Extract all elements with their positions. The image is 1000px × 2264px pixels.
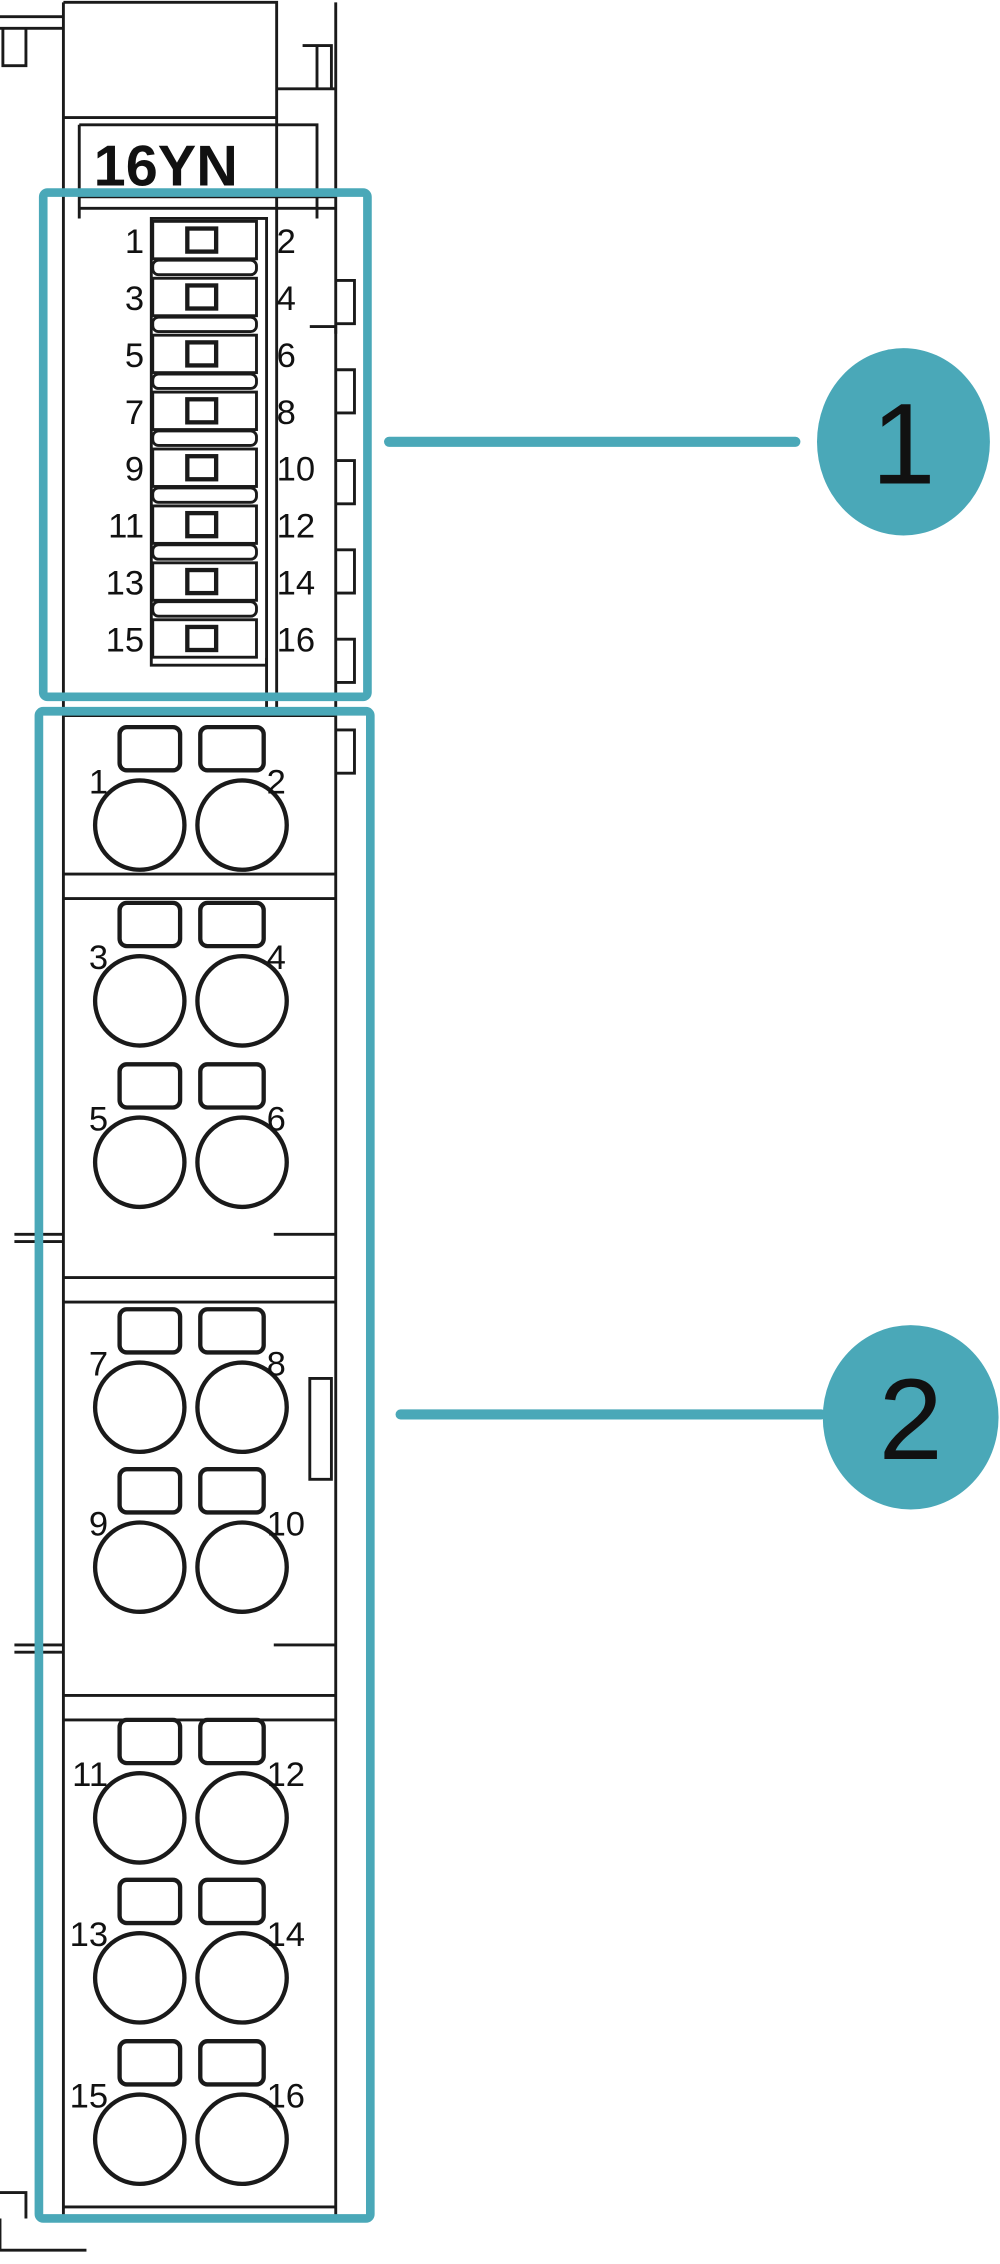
pin-label-right: 2 [277, 223, 296, 261]
wire-entry[interactable] [92, 1115, 187, 1210]
terminal-pair: 13 14 [70, 1877, 305, 2025]
highlight-region-1 [38, 188, 372, 702]
terminal-label-right: 2 [267, 763, 286, 801]
release-button[interactable] [117, 1307, 183, 1355]
terminal-label-left: 15 [70, 2078, 108, 2116]
terminal-label-right: 16 [267, 2078, 305, 2116]
wire-entry[interactable] [195, 1930, 289, 2025]
terminal-label-left: 11 [72, 1756, 108, 1794]
pin-label-right: 8 [277, 394, 296, 432]
terminal-label-right: 4 [267, 939, 286, 977]
callout-2: 2 [395, 1325, 999, 1510]
release-button[interactable] [117, 1062, 183, 1110]
module-label-box: 16YN [77, 123, 336, 219]
terminal-label-left: 5 [89, 1101, 108, 1139]
pin-label-right: 10 [277, 451, 315, 489]
pin-label-right: 14 [277, 565, 315, 603]
terminal-label-left: 7 [89, 1346, 108, 1384]
wire-entry[interactable] [195, 1771, 289, 1865]
callout-1: 1 [384, 348, 990, 536]
wire-entry[interactable] [92, 1771, 187, 1865]
wire-entry[interactable] [92, 1360, 187, 1455]
callout-2-number: 2 [879, 1356, 943, 1484]
pin-label-left: 7 [125, 394, 144, 432]
pin-label-left: 3 [125, 280, 144, 318]
wire-entry[interactable] [92, 2092, 187, 2187]
module-label: 16YN [94, 134, 238, 198]
terminal-label-left: 13 [70, 1916, 108, 1954]
highlight-region-2 [34, 706, 375, 2223]
wire-entry[interactable] [195, 1520, 289, 1614]
terminal-pair: 11 12 [72, 1717, 305, 1865]
release-button[interactable] [198, 1062, 266, 1110]
connector-pin-row: 9 10 [125, 447, 315, 504]
terminal-label-right: 14 [267, 1916, 305, 1954]
release-button[interactable] [198, 900, 266, 949]
pin-label-right: 4 [277, 280, 296, 318]
release-button[interactable] [198, 1877, 266, 1926]
pin-label-right: 6 [277, 337, 296, 375]
release-button[interactable] [198, 724, 266, 773]
release-button[interactable] [198, 2039, 266, 2087]
release-button[interactable] [117, 1717, 183, 1766]
release-button[interactable] [198, 1307, 266, 1355]
release-button[interactable] [117, 1877, 183, 1926]
terminal-label-left: 1 [89, 763, 108, 801]
side-latches [308, 278, 356, 1481]
wire-entry[interactable] [92, 778, 187, 872]
release-button[interactable] [117, 1467, 183, 1515]
terminal-label-right: 10 [267, 1505, 305, 1543]
release-button[interactable] [198, 1717, 266, 1766]
release-button[interactable] [198, 1467, 266, 1515]
terminal-pair: 9 10 [89, 1467, 305, 1614]
pin-label-right: 16 [277, 621, 315, 659]
pin-label-left: 11 [108, 508, 144, 546]
release-button[interactable] [117, 900, 183, 949]
terminal-label-right: 12 [267, 1756, 305, 1794]
wire-entry[interactable] [195, 2092, 289, 2187]
terminal-label-right: 6 [267, 1101, 286, 1139]
wire-entry[interactable] [92, 1930, 187, 2025]
wire-entry[interactable] [195, 1115, 289, 1210]
terminal-label-right: 8 [267, 1346, 286, 1384]
terminal-label-left: 3 [89, 939, 108, 977]
terminal-label-left: 9 [89, 1505, 108, 1543]
release-button[interactable] [117, 2039, 183, 2087]
release-button[interactable] [117, 724, 183, 773]
pin-label-left: 9 [125, 451, 144, 489]
pin-label-left: 13 [106, 565, 144, 603]
pin-label-left: 15 [106, 621, 144, 659]
connector-pin-row: 11 12 [108, 504, 315, 561]
wire-entry[interactable] [92, 954, 187, 1048]
wire-entry[interactable] [92, 1520, 187, 1614]
connector-pin-row: 13 14 [106, 561, 315, 618]
pin-label-right: 12 [277, 508, 315, 546]
wire-entry[interactable] [195, 1360, 289, 1455]
wire-entry[interactable] [195, 778, 289, 872]
callout-1-number: 1 [871, 381, 935, 509]
pin-label-left: 5 [125, 337, 144, 375]
wire-entry[interactable] [195, 954, 289, 1048]
pin-label-left: 1 [125, 223, 144, 261]
